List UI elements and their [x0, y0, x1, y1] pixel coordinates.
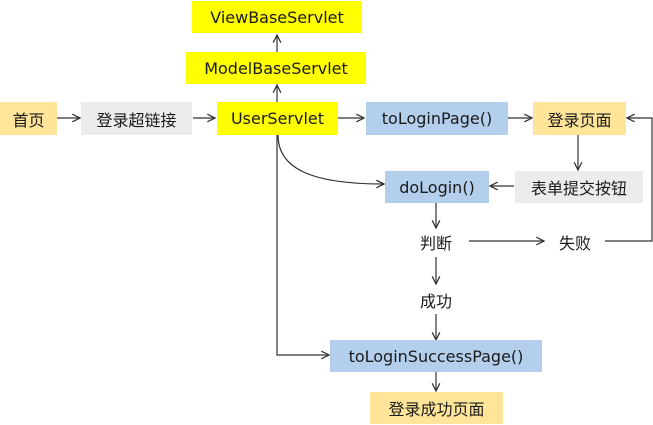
login-link-box: 登录超链接: [81, 102, 192, 135]
user-servlet-box: UserServlet: [217, 102, 338, 135]
model-base-servlet-box: ModelBaseServlet: [186, 52, 366, 84]
arrow-userservlet-to-tologinsuccesspage: [276, 135, 329, 355]
arrow-userservlet-to-dologin: [277, 134, 384, 184]
to-login-success-page-box: toLoginSuccessPage(): [330, 340, 542, 372]
success-label: 成功: [419, 292, 452, 311]
judge-label: 判断: [419, 234, 452, 253]
login-success-page-box: 登录成功页面: [370, 392, 503, 424]
view-base-servlet-box: ViewBaseServlet: [192, 1, 362, 33]
do-login-box: doLogin(): [385, 171, 489, 203]
login-page-box: 登录页面: [533, 102, 626, 135]
home-box: 首页: [0, 102, 57, 135]
fail-label: 失败: [558, 234, 591, 253]
arrow-fail-to-loginpage: [605, 118, 653, 242]
submit-button-box: 表单提交按钮: [515, 171, 643, 203]
to-login-page-box: toLoginPage(): [366, 102, 508, 135]
